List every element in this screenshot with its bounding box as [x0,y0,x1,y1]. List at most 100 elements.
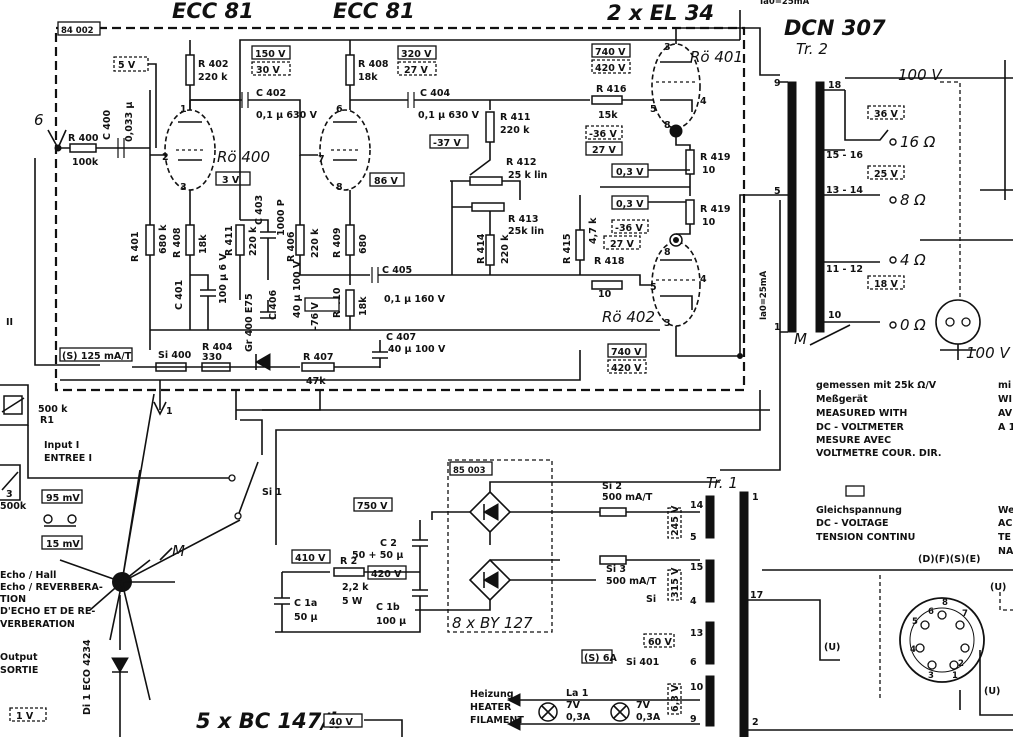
socket-u-1: (U) [824,642,840,653]
din-socket [899,597,985,683]
out-4-ohm: 4 Ω [900,251,926,269]
c406-val: 40 µ 100 V [292,260,303,318]
ot-m-label: M [794,330,807,348]
svg-text:3: 3 [664,318,671,329]
c407-ref: C 407 [386,332,416,343]
title-ecc81-second: ECC 81 [333,0,415,23]
mains-transformer-label: Tr. 1 [706,474,738,492]
r406-body [295,224,305,256]
svg-text:2: 2 [162,152,169,163]
r415-body [575,229,585,261]
r407-ref: R 407 [303,352,333,363]
svg-text:3: 3 [180,182,187,193]
legend-cut8: NA [998,546,1013,557]
volt-5v: 5 V [118,60,136,71]
r409-ref: R 409 [332,228,343,258]
legend-dc-box [845,485,865,497]
c401-val: 100 µ 6 V [218,253,229,304]
r402-body [185,54,195,86]
echo-l2: Echo / REVERBERA- [0,582,103,593]
mains-pin-13: 13 [690,628,703,639]
c1a-ref: C 1a [294,598,317,609]
volt-410v: 410 V [295,553,326,564]
r407-val: 47k [306,376,326,387]
svg-text:8: 8 [664,120,671,131]
out-8-ohm: 8 Ω [900,191,926,209]
volt-minus-76v: -76 V [310,302,321,330]
out-100v-b: 100 V [966,344,1011,362]
tube-ro402-label: Rö 402 [602,308,655,326]
r400-ref: R 400 [68,133,99,144]
svg-text:R 411: R 411 [500,112,530,123]
svg-text:R 2: R 2 [340,556,357,567]
legend-cut6: AC [998,518,1012,529]
volt-minus-37v: -37 V [433,138,461,149]
r404-val: 330 [202,352,222,363]
r400-body [69,143,97,153]
svg-text:R 408: R 408 [358,59,389,70]
terminal-6-label: 6 [34,111,44,129]
socket-u-3: (U) [984,686,1000,697]
zener-label: Gr 400 E75 [244,293,255,352]
r417-body [591,280,623,290]
title-el34: 2 x EL 34 [607,1,714,25]
input-1-label-fr: ENTREE I [44,453,92,464]
roman-ii: II [6,317,13,328]
legend-l5: MESURE AVEC [816,435,891,446]
ot-tap-1: 1 [774,322,781,333]
input-r1: R1 [40,415,54,426]
c403-ref: C 403 [254,195,265,225]
output-transformer-label: Tr. 2 [796,40,828,58]
tube-ro401-label: Rö 401 [690,48,743,66]
volt-30v: 30 V [256,65,281,76]
volt-27v-c: 27 V [610,239,635,250]
r403-body [185,224,195,256]
svg-text:5 W: 5 W [342,596,363,607]
si401-label: Si 401 [626,657,659,668]
din-pin-3: 3 [928,671,934,681]
diode-label: Di 1 ECO 4234 [82,639,93,715]
svg-text:3: 3 [664,42,671,53]
la1-rating: 7V [566,700,581,711]
la2-rating: 7V [636,700,651,711]
svg-text:18k: 18k [358,72,378,83]
volt-740v-b: 740 V [611,347,642,358]
volt-25v: 25 V [874,169,899,180]
r403-val: 18k [198,234,209,254]
r416-body [591,95,623,105]
c405-val: 0,1 µ 160 V [384,294,446,305]
ot-tap-18: 18 [828,80,842,91]
r418-val: 10 [702,165,716,176]
fuse-si2 [599,507,627,517]
r419-body [685,199,695,225]
r404-ref: R 404 [202,342,233,353]
la2-rating-2: 0,3A [636,712,661,723]
c404-val: 0,1 µ 630 V [418,110,480,121]
speaker-socket [935,299,981,345]
volt-03v-b: 0,3 V [616,199,644,210]
r402-val: 220 k [198,72,228,83]
la1-rating-2: 0,3A [566,712,591,723]
volt-minus-36v-b: -36 V [615,223,643,234]
m-label-left: M [172,542,185,560]
legend-l6: VOLTMETRE COUR. DIR. [816,448,941,459]
si401-rating: (S) 6A [584,653,617,664]
r412-label: R 412 [506,157,536,168]
c401-ref: C 401 [174,280,185,310]
svg-text:2,2 k: 2,2 k [342,582,369,593]
r401-ref: R 401 [130,232,141,262]
r408-body [345,54,355,86]
r412-val: 25 k lin [508,170,548,181]
ot-tap-10: 10 [828,310,842,321]
c407-val: 40 µ 100 V [388,344,446,355]
psu-board-outline [447,459,553,633]
legend-cut1: mi [998,380,1011,391]
si-small-label: Si [646,594,656,605]
svg-text:8: 8 [336,182,343,193]
main-board-outline [54,26,746,392]
r416-val: 15k [598,110,618,121]
mains-pin-2: 2 [752,717,759,728]
r406-val: 220 k [310,228,321,258]
din-pin-8: 8 [942,598,948,608]
main-board-tag [57,21,101,36]
